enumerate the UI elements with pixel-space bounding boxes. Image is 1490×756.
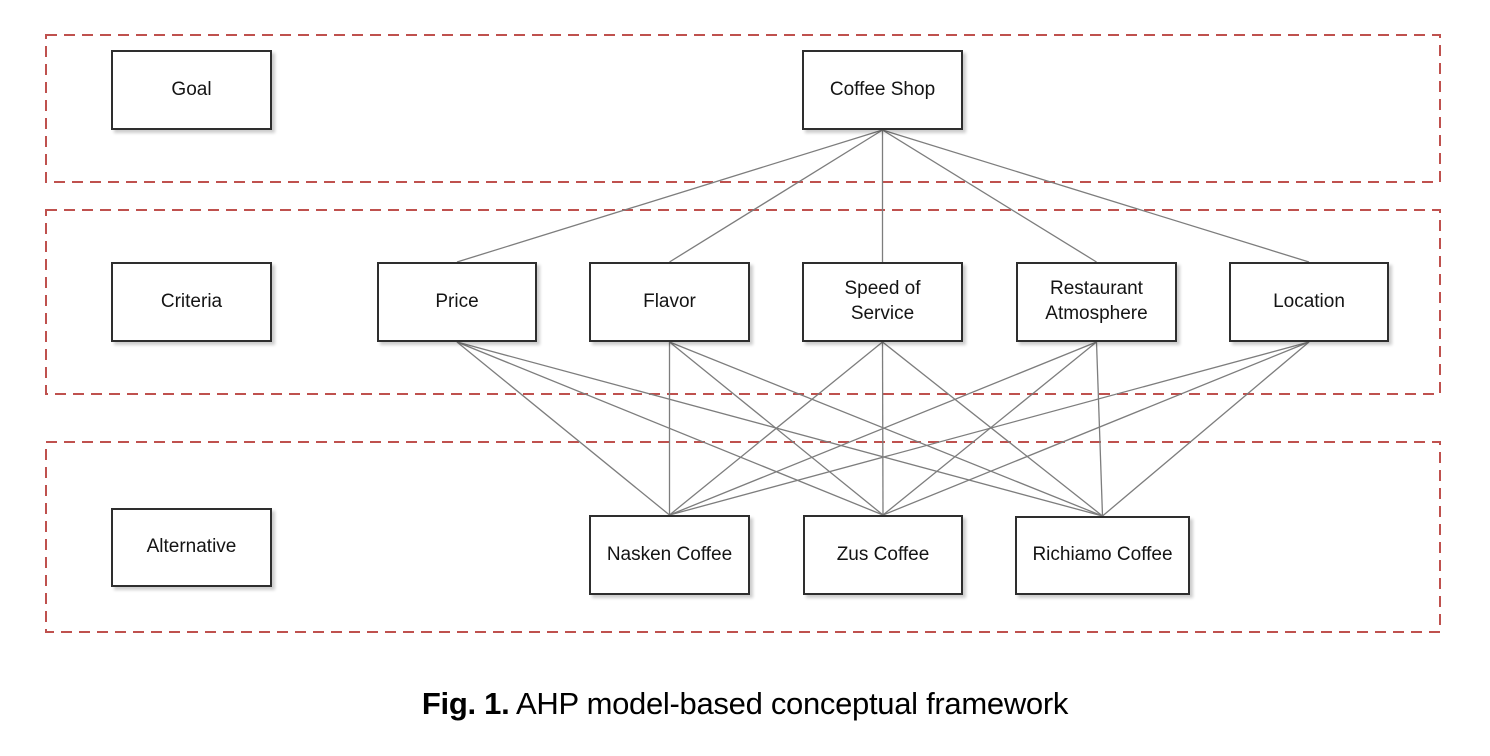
node-label: Richiamo Coffee [1032, 544, 1173, 566]
figure-caption: Fig. 1. AHP model-based conceptual frame… [0, 686, 1490, 722]
node-label: Location [1273, 290, 1345, 312]
connector-lines [456, 129, 1310, 517]
node-price: Price [377, 262, 537, 342]
edge-location-to-nasken [669, 341, 1310, 516]
node-label: Speed of Service [844, 278, 921, 324]
edge-coffee_shop-to-price [456, 129, 883, 263]
edge-speed_of_service-to-richiamo [882, 341, 1103, 517]
criteria-level-band [45, 209, 1441, 395]
node-label: Goal [171, 78, 212, 100]
edge-flavor-to-richiamo [669, 341, 1103, 517]
edge-price-to-nasken [456, 341, 670, 516]
edge-coffee_shop-to-restaurant_atmosphere [882, 129, 1097, 263]
node-coffee-shop: Coffee Shop [802, 50, 963, 130]
edge-speed_of_service-to-nasken [669, 341, 883, 516]
node-label: Restaurant Atmosphere [1045, 278, 1148, 324]
node-label: Nasken Coffee [606, 543, 733, 565]
edge-coffee_shop-to-flavor [669, 129, 883, 263]
node-goal-label: Goal [111, 50, 272, 130]
node-label: Criteria [160, 290, 223, 312]
node-restaurant-atmosphere: Restaurant Atmosphere [1016, 262, 1177, 342]
edge-restaurant_atmosphere-to-richiamo [1095, 341, 1104, 517]
edge-coffee_shop-to-location [882, 129, 1310, 263]
node-location: Location [1229, 262, 1389, 342]
caption-title: AHP model-based conceptual framework [509, 686, 1069, 721]
node-richiamo-coffee: Richiamo Coffee [1015, 516, 1190, 595]
goal-level-band [45, 34, 1441, 183]
node-flavor: Flavor [589, 262, 750, 342]
node-label: Zus Coffee [836, 543, 930, 565]
edge-location-to-richiamo [1102, 341, 1310, 517]
edge-price-to-richiamo [456, 341, 1103, 517]
node-label: Coffee Shop [829, 78, 936, 100]
edge-location-to-zus [882, 341, 1310, 516]
caption-figure-number: Fig. 1. [421, 686, 510, 721]
node-label: Alternative [146, 536, 237, 558]
node-criteria-label: Criteria [111, 262, 272, 342]
node-alternative-label: Alternative [111, 508, 272, 587]
node-nasken-coffee: Nasken Coffee [589, 515, 750, 595]
node-speed-of-service: Speed of Service [802, 262, 963, 342]
node-label: Price [435, 290, 479, 312]
node-zus-coffee: Zus Coffee [803, 515, 963, 595]
node-label: Flavor [643, 290, 696, 312]
edge-restaurant_atmosphere-to-nasken [669, 341, 1097, 516]
